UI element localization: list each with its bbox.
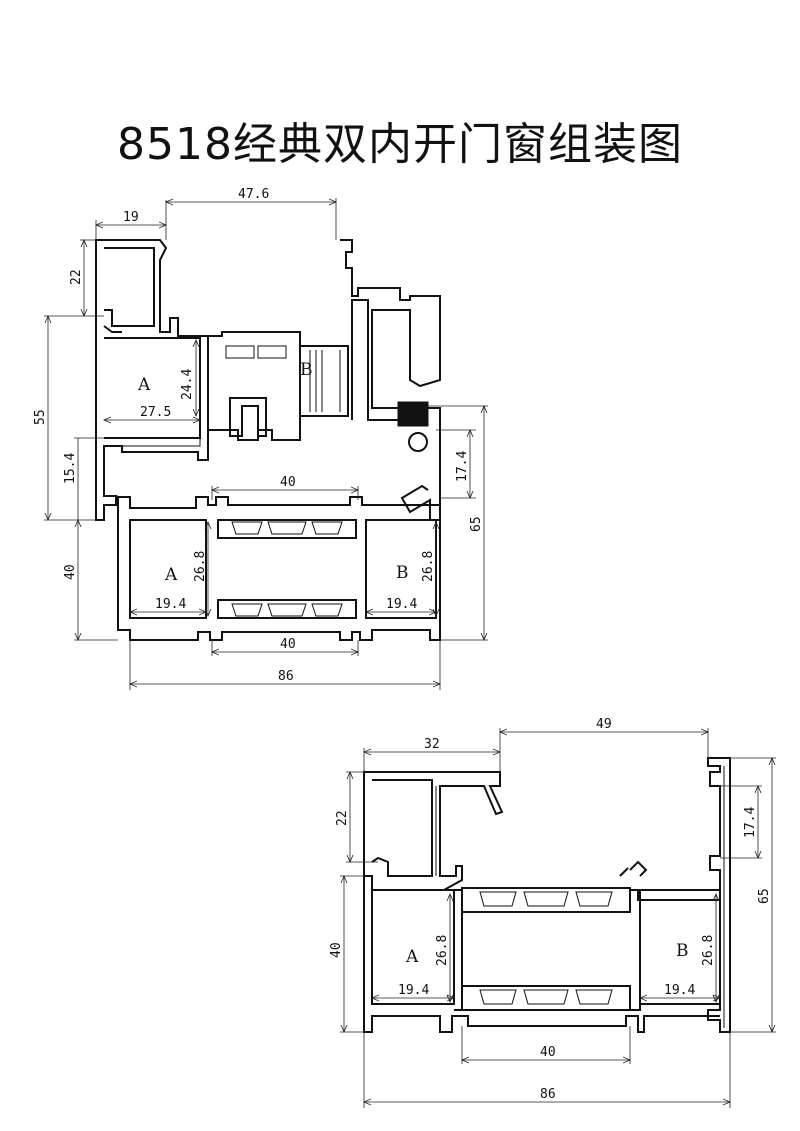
seal-gasket xyxy=(397,401,429,427)
dim-22-b: 22 xyxy=(335,810,350,826)
chamber-label-b1: B xyxy=(300,360,313,380)
dim-49: 49 xyxy=(596,717,612,732)
top-sash-profile xyxy=(95,239,209,521)
dim-22: 22 xyxy=(69,269,84,285)
top-section-drawing: A B A B xyxy=(33,187,488,690)
drawing-title: 8518经典双内开门窗组装图 xyxy=(117,119,683,170)
top-dimensions xyxy=(44,198,488,690)
dim-19-4-b: 19.4 xyxy=(386,597,417,612)
chamber-label-a1: A xyxy=(137,375,151,395)
dim-19-4-b-b: 19.4 xyxy=(664,983,695,998)
dim-24-4: 24.4 xyxy=(180,369,195,400)
dim-17-4: 17.4 xyxy=(455,451,470,482)
top-glazing-bead xyxy=(208,331,349,441)
dim-47-6: 47.6 xyxy=(238,187,269,202)
bottom-dimensions xyxy=(340,728,776,1108)
chamber-label-a2: A xyxy=(164,565,178,585)
chamber-label-a: A xyxy=(405,947,419,967)
dim-26-8-b-b: 26.8 xyxy=(701,935,716,966)
bottom-sash-profile xyxy=(363,771,504,891)
dim-26-8-a: 26.8 xyxy=(193,551,208,582)
top-dimension-texts: 19 47.6 22 55 15.4 24.4 27.5 17.4 65 40 … xyxy=(33,187,484,684)
top-right-frame xyxy=(340,239,441,521)
bottom-section-drawing: A B 32 49 22 17. xyxy=(329,717,776,1108)
dim-65: 65 xyxy=(469,516,484,532)
dim-40-bottom-b: 40 xyxy=(540,1045,556,1060)
dim-32: 32 xyxy=(424,737,440,752)
dim-17-4-b: 17.4 xyxy=(743,807,758,838)
dim-26-8-a-b: 26.8 xyxy=(435,935,450,966)
bottom-dimension-texts: 32 49 22 17.4 65 40 26.8 19.4 26.8 19.4 … xyxy=(329,717,772,1102)
hinge-pin xyxy=(408,432,428,452)
dim-86-b: 86 xyxy=(540,1087,556,1102)
dim-86: 86 xyxy=(278,669,294,684)
dim-40-top: 40 xyxy=(280,475,296,490)
dim-19-4-a: 19.4 xyxy=(155,597,186,612)
dim-65-b: 65 xyxy=(757,888,772,904)
dim-55: 55 xyxy=(33,409,48,425)
dim-19: 19 xyxy=(123,210,139,225)
dim-15-4: 15.4 xyxy=(63,453,78,484)
dim-26-8-b: 26.8 xyxy=(421,551,436,582)
dim-27-5: 27.5 xyxy=(140,405,171,420)
bottom-frame-profile xyxy=(363,860,721,1033)
chamber-label-b: B xyxy=(676,941,689,961)
dim-40-left-b: 40 xyxy=(329,942,344,958)
dim-19-4-a-b: 19.4 xyxy=(398,983,429,998)
top-frame-profile xyxy=(117,496,441,641)
dim-40-bottom: 40 xyxy=(280,637,296,652)
dim-40-left: 40 xyxy=(63,564,78,580)
chamber-label-b2: B xyxy=(396,563,409,583)
